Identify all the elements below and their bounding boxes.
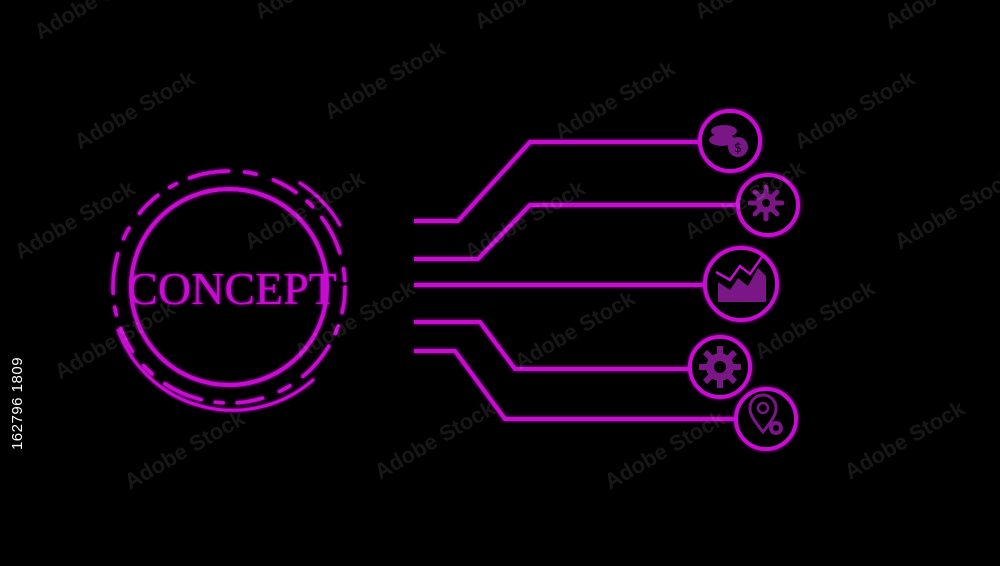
watermark-text: Adobe Stock [460, 175, 590, 264]
watermark-text: Adobe Stock [120, 405, 250, 494]
watermark-text: Adobe Stock [470, 0, 600, 34]
concept-arc-top [298, 181, 342, 227]
watermark-text: Adobe Stock [30, 0, 160, 44]
concept-arc [116, 328, 315, 412]
engine-gear-icon [688, 335, 752, 399]
watermark-text: Adobe Stock [510, 285, 640, 374]
svg-text:$: $ [734, 141, 742, 156]
money-coins-icon: $ [698, 109, 762, 173]
concept-dashed-ring [111, 169, 347, 405]
watermark-text: Adobe Stock [240, 165, 370, 254]
gear-cog-icon [736, 173, 800, 237]
watermark-text: Adobe Stock [880, 0, 1000, 34]
watermark-text: Adobe Stock [690, 0, 820, 24]
connector-line-location [414, 349, 735, 421]
concept-inner-ring [129, 187, 329, 387]
watermark-text: Adobe Stock [70, 65, 200, 154]
stock-id-text: 162796 1809 [9, 356, 27, 450]
watermark-text: Adobe Stock [320, 35, 450, 124]
watermark-text: Adobe Stock [890, 165, 1000, 254]
growth-chart-icon [703, 246, 779, 322]
connector-lines [414, 140, 737, 421]
connector-line-money [414, 140, 700, 223]
concept-hub: CONCEPT [111, 169, 347, 412]
watermark-text: Adobe Stock [550, 55, 680, 144]
watermark-text: Adobe Stock [10, 175, 140, 264]
connector-line-engine [414, 320, 690, 371]
stock-id-label: 162796 1809 [8, 318, 28, 488]
connector-line-settings [414, 203, 737, 261]
watermark-text: Adobe Stock [790, 65, 920, 154]
watermark-text: Adobe Stock [250, 0, 380, 24]
concept-label: CONCEPT [127, 263, 337, 314]
watermark-text: Adobe Stock [840, 395, 970, 484]
location-pin-icon [734, 387, 798, 451]
watermark-text: Adobe Stock [370, 395, 500, 484]
branch-icons: $ [688, 109, 800, 451]
